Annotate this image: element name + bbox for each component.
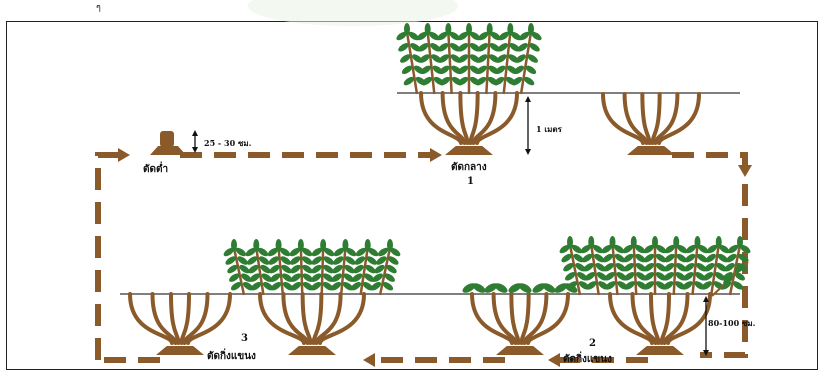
height-marker-mid <box>525 96 531 155</box>
shoot <box>634 245 637 295</box>
label-height-branch: 80-100 ซม. <box>708 317 755 330</box>
leaf <box>365 239 371 251</box>
leaf <box>445 23 451 35</box>
marker-head-top <box>192 130 198 136</box>
label-mid-cut: ตัดกลาง <box>451 160 487 175</box>
leaf <box>466 23 472 35</box>
leaf <box>528 23 534 35</box>
leaf <box>737 236 743 248</box>
arrow-head-1 <box>118 148 130 162</box>
leaf <box>588 236 594 248</box>
leaf <box>673 236 679 248</box>
leaf <box>610 236 616 248</box>
shoot <box>486 32 489 94</box>
label-low-cut: ตัดต่ำ <box>143 162 168 177</box>
bush-mid-leaves <box>395 23 543 94</box>
label-branch-cut-2: ตัดกิ่งแขนง <box>563 352 612 367</box>
leaf <box>631 236 637 248</box>
label-stage-2: 2 <box>589 338 596 349</box>
leaf <box>487 23 493 35</box>
stump-low-top <box>160 131 174 147</box>
bush-branch-2-stems <box>610 294 710 343</box>
label-height-mid: 1 เมตร <box>536 123 562 136</box>
trunk-base <box>156 346 204 355</box>
shoot <box>301 248 302 295</box>
leaf <box>231 239 237 251</box>
bush-branch-3-leaves <box>222 239 402 295</box>
plants <box>130 23 752 355</box>
bush-small-stems <box>472 294 568 343</box>
leaf <box>342 239 348 251</box>
leaf <box>716 236 722 248</box>
leaf <box>387 239 393 251</box>
arrow-head-4 <box>548 353 560 367</box>
bowl-bottom-left <box>130 294 230 343</box>
leaf <box>276 239 282 251</box>
arrow-head-3 <box>738 165 752 177</box>
leaf <box>320 239 326 251</box>
bowl-top-right <box>603 94 699 143</box>
leaf <box>567 236 573 248</box>
label-stage-3: 3 <box>241 333 248 344</box>
trunk-base <box>636 346 684 355</box>
leaf <box>404 23 410 35</box>
label-branch-cut-3: ตัดกิ่งแขนง <box>207 349 256 364</box>
marker-head-top <box>525 96 531 102</box>
leaf <box>695 236 701 248</box>
arrow-head-2 <box>430 148 442 162</box>
stump-low-cut <box>150 146 186 155</box>
leaf <box>425 23 431 35</box>
bush-mid-stems <box>421 93 517 143</box>
trunk-base <box>627 146 675 155</box>
arrow-left-side <box>98 155 118 360</box>
marker-head-bottom <box>525 149 531 155</box>
shoot <box>341 248 345 295</box>
shoot <box>322 248 323 295</box>
leaf <box>652 236 658 248</box>
trunk-base <box>496 346 544 355</box>
trunk-base <box>288 346 336 355</box>
shoot <box>504 32 511 94</box>
label-stage-1: 1 <box>467 176 474 187</box>
shoot <box>428 32 435 94</box>
arrow-head-5 <box>363 353 375 367</box>
shoot <box>448 32 451 94</box>
bush-branch-3-stems <box>260 294 364 343</box>
leaf <box>298 239 304 251</box>
label-height-low: 25 - 30 ซม. <box>204 137 251 150</box>
leaf <box>507 23 513 35</box>
shoot <box>693 245 698 295</box>
height-marker-low <box>192 130 198 153</box>
shoot <box>279 248 283 295</box>
shoot <box>613 245 618 295</box>
trunk-base <box>445 146 493 155</box>
leaf <box>253 239 259 251</box>
shoot <box>674 245 677 295</box>
